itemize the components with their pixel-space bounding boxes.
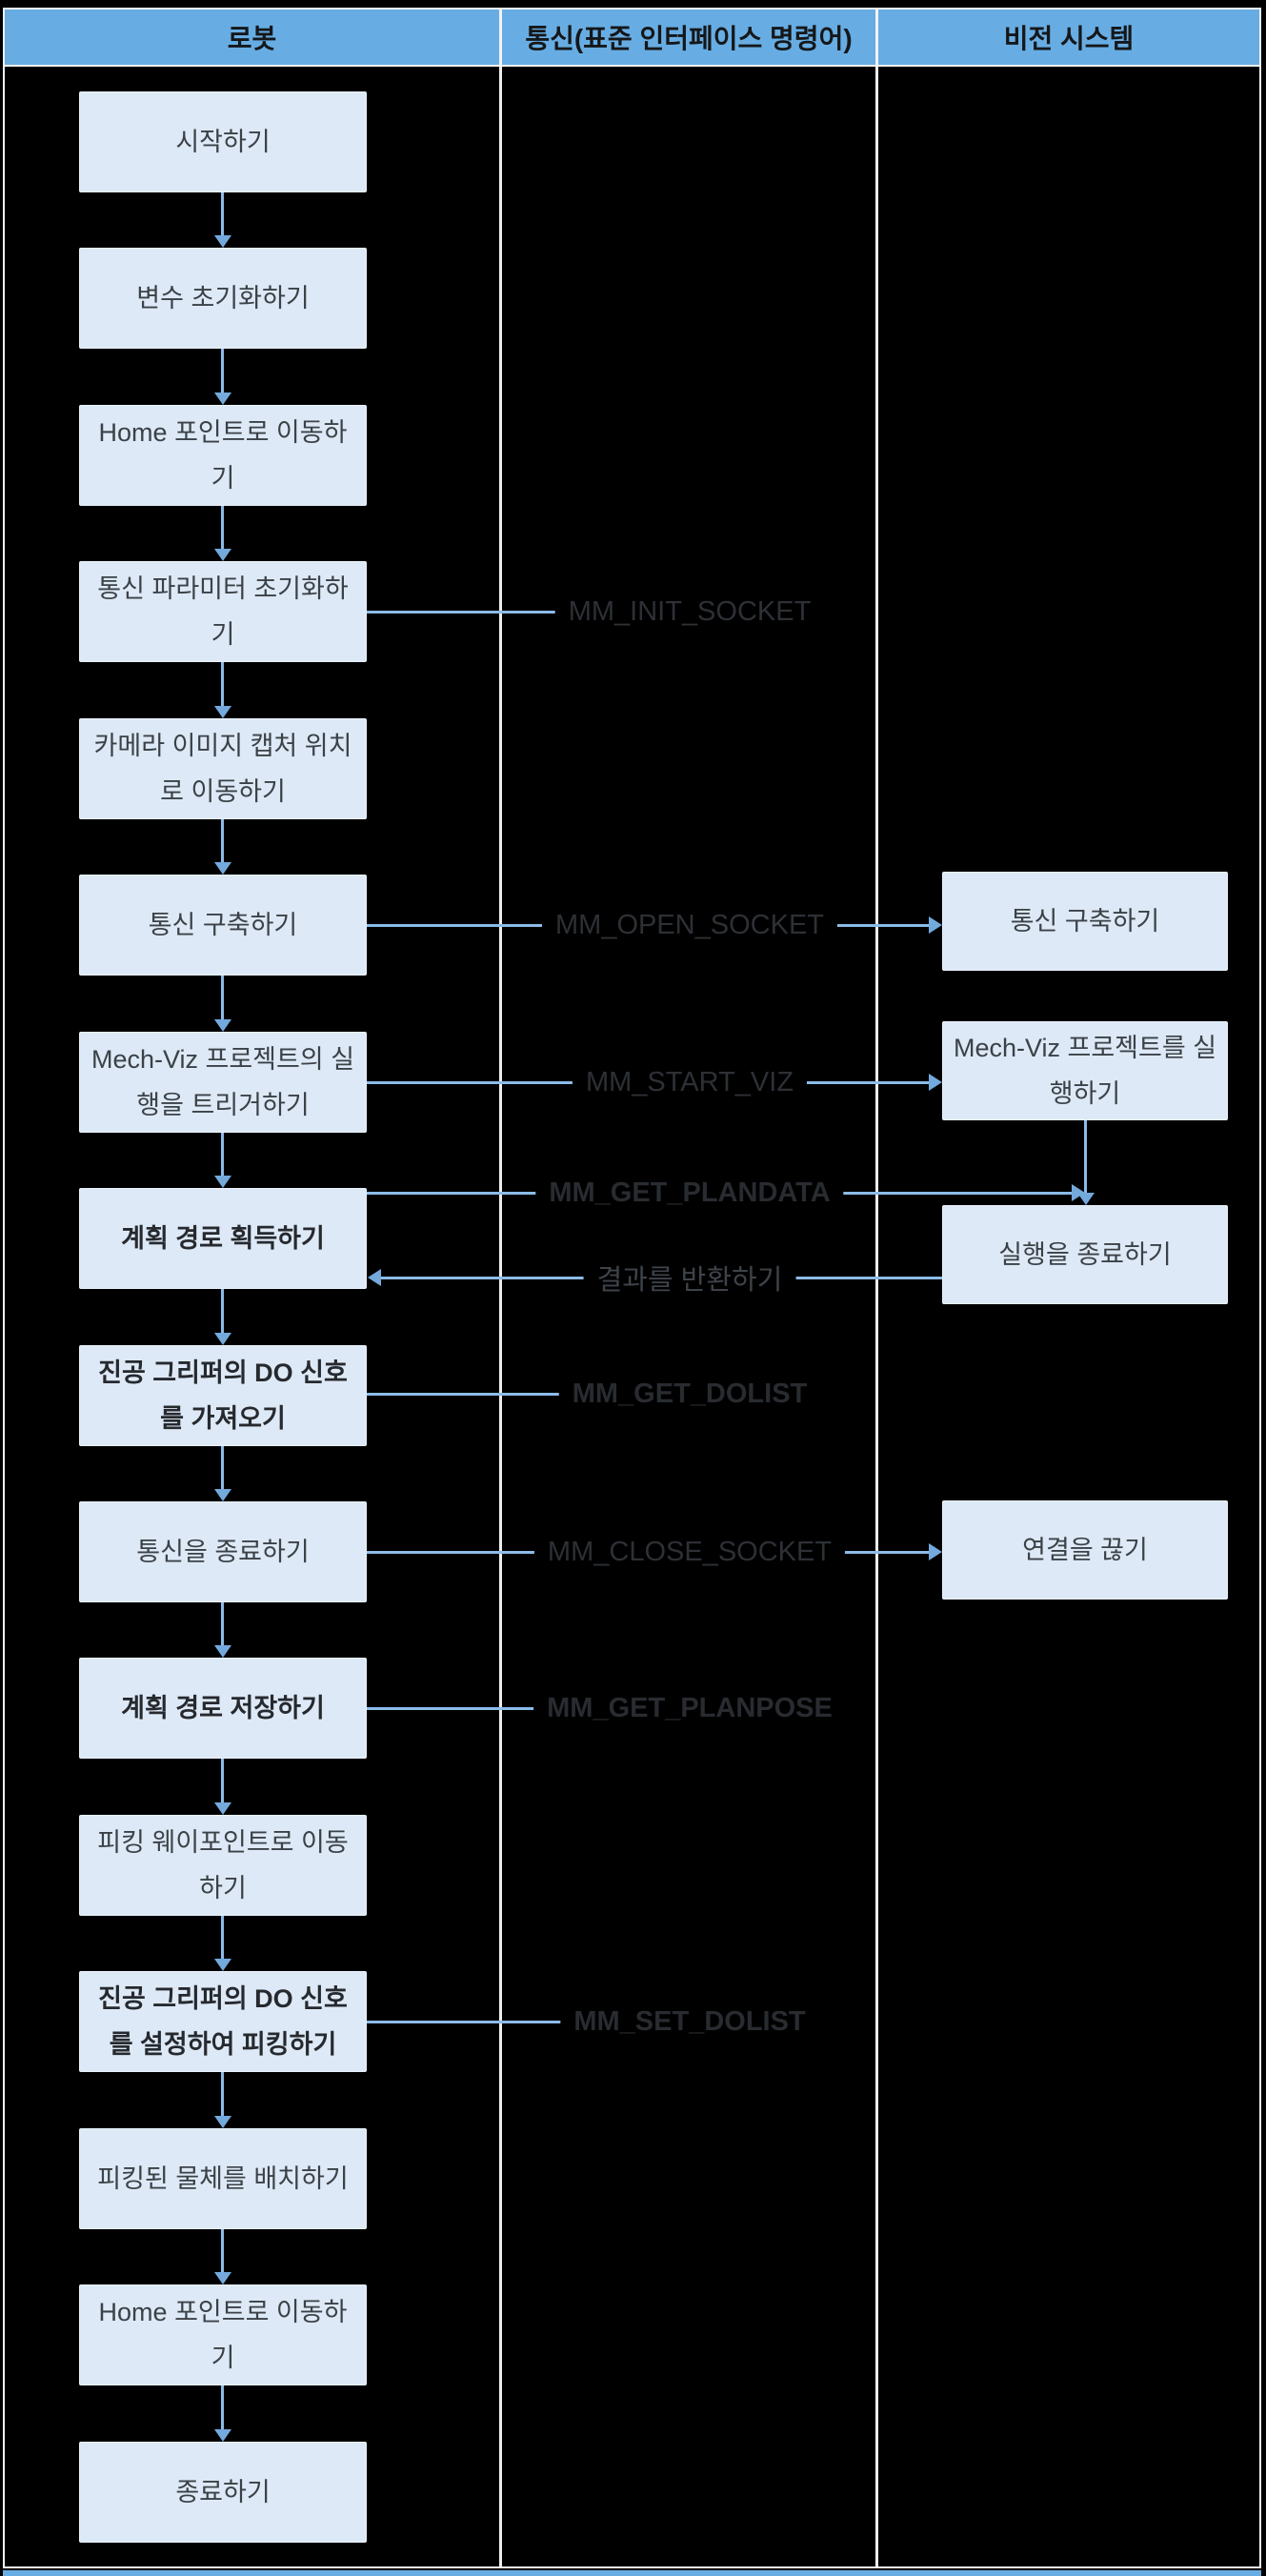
connector-get-dolist-line: [367, 1393, 583, 1396]
arrow-down-1: [213, 192, 231, 248]
arrowhead-down-icon: [213, 235, 231, 248]
flow-node-move-capture-pos: 카메라 이미지 캡처 위치로 이동하기: [79, 718, 367, 819]
arrowhead-down-icon: [213, 1019, 231, 1032]
arrowhead-down-icon: [213, 706, 231, 718]
arrow-down-10: [213, 1602, 231, 1658]
arrowhead-down-icon: [213, 1959, 231, 1971]
command-label-init-socket: MM_INIT_SOCKET: [554, 591, 825, 633]
arrowhead-left-icon: [368, 1269, 381, 1286]
arrowhead-right-icon: [1072, 1184, 1085, 1201]
arrowhead-down-icon: [213, 1802, 231, 1815]
arrow-down-3: [213, 506, 231, 561]
connector-init-socket-line: [367, 611, 583, 614]
flow-node-move-picking-waypoint: 피킹 웨이포인트로 이동하기: [79, 1815, 367, 1916]
arrowhead-down-icon: [213, 392, 231, 405]
arrow-down-15: [213, 2385, 231, 2442]
lane-divider-1: [499, 67, 502, 2566]
arrowhead-down-icon: [213, 1489, 231, 1501]
arrow-down-7: [213, 1133, 231, 1188]
command-label-close-socket: MM_CLOSE_SOCKET: [533, 1531, 846, 1573]
command-label-start-viz: MM_START_VIZ: [572, 1061, 808, 1103]
flow-node-run-mechviz-project: Mech-Viz 프로젝트를 실행하기: [942, 1021, 1228, 1120]
flow-node-move-home-1: Home 포인트로 이동하기: [79, 405, 367, 506]
flow-node-establish-comm-vision: 통신 구축하기: [942, 872, 1228, 971]
flow-node-trigger-mechviz: Mech-Viz 프로젝트의 실행을 트리거하기: [79, 1032, 367, 1133]
command-label-set-dolist: MM_SET_DOLIST: [560, 2001, 819, 2043]
lane-header-communication: 통신(표준 인터페이스 명령어): [502, 10, 875, 65]
footer-bar: [3, 2570, 1261, 2576]
arrow-down-2: [213, 349, 231, 405]
arrowhead-down-icon: [213, 862, 231, 875]
arrowhead-down-icon: [213, 549, 231, 561]
arrowhead-down-icon: [213, 1333, 231, 1345]
arrow-down-8: [213, 1289, 231, 1345]
lane-header-robot: 로봇: [5, 10, 499, 65]
arrowhead-right-icon: [929, 1543, 942, 1560]
flow-node-start: 시작하기: [79, 91, 367, 192]
arrowhead-down-icon: [213, 2116, 231, 2128]
flow-node-end: 종료하기: [79, 2442, 367, 2543]
arrow-down-13: [213, 2072, 231, 2128]
command-label-return-result: 결과를 반환하기: [583, 1257, 796, 1298]
flow-node-establish-comm-robot: 통신 구축하기: [79, 875, 367, 976]
flow-node-init-comm-params: 통신 파라미터 초기화하기: [79, 561, 367, 662]
arrow-down-4: [213, 662, 231, 718]
command-label-open-socket: MM_OPEN_SOCKET: [542, 904, 837, 946]
arrow-down-5: [213, 819, 231, 875]
flow-node-get-do-signal: 진공 그리퍼의 DO 신호를 가져오기: [79, 1345, 367, 1446]
connector-get-planpose-line: [367, 1707, 583, 1710]
flow-node-get-planned-path: 계획 경로 획득하기: [79, 1188, 367, 1289]
arrowhead-down-icon: [213, 2272, 231, 2284]
command-label-get-planpose: MM_GET_PLANPOSE: [533, 1687, 846, 1729]
lane-header-vision: 비전 시스템: [878, 10, 1259, 65]
arrowhead-down-icon: [213, 2429, 231, 2442]
flow-node-set-do-signal-pick: 진공 그리퍼의 DO 신호를 설정하여 피킹하기: [79, 1971, 367, 2072]
flow-node-move-home-2: Home 포인트로 이동하기: [79, 2284, 367, 2385]
flow-node-disconnect: 연결을 끊기: [942, 1500, 1228, 1600]
flow-node-finish-execution: 실행을 종료하기: [942, 1205, 1228, 1304]
flow-node-save-planned-path: 계획 경로 저장하기: [79, 1658, 367, 1759]
command-label-get-plandata: MM_GET_PLANDATA: [535, 1172, 844, 1214]
arrowhead-down-icon: [213, 1645, 231, 1658]
arrowhead-down-icon: [213, 1176, 231, 1188]
arrow-down-12: [213, 1916, 231, 1971]
arrow-down-vision: [1076, 1120, 1095, 1205]
table-frame: [3, 8, 1261, 2568]
arrowhead-right-icon: [929, 1074, 942, 1091]
flow-node-close-comm: 통신을 종료하기: [79, 1501, 367, 1602]
arrow-down-11: [213, 1759, 231, 1815]
arrow-down-14: [213, 2229, 231, 2284]
arrowhead-right-icon: [929, 916, 942, 934]
command-label-get-dolist: MM_GET_DOLIST: [558, 1373, 821, 1415]
connector-set-dolist-line: [367, 2021, 583, 2023]
arrow-down-9: [213, 1446, 231, 1501]
lane-divider-2: [875, 67, 878, 2566]
flow-node-init-variables: 변수 초기화하기: [79, 248, 367, 349]
arrow-down-6: [213, 976, 231, 1032]
flow-node-place-picked-object: 피킹된 물체를 배치하기: [79, 2128, 367, 2229]
